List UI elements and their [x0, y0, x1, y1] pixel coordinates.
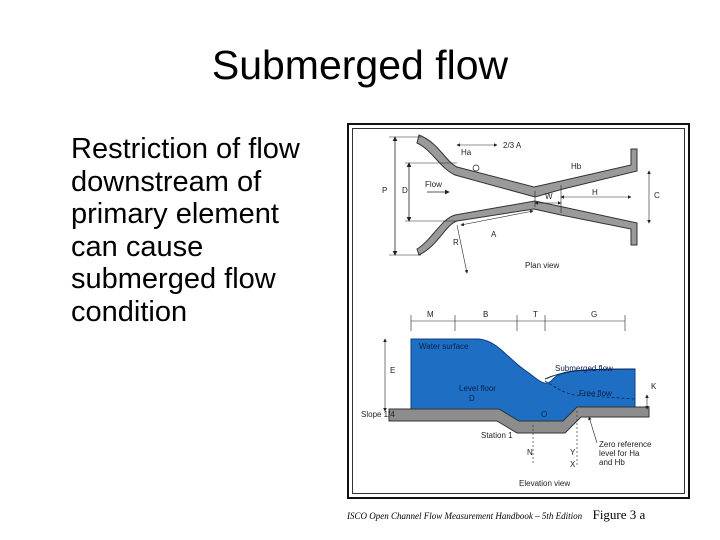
elev-label-level-floor: Level floor — [459, 384, 496, 393]
elev-label-n: N — [527, 448, 533, 457]
bullet-line: condition — [71, 295, 188, 328]
elev-label-k: K — [651, 382, 657, 391]
plan-label-a: A — [491, 230, 497, 239]
elev-label-water-surface: Water surface — [419, 342, 469, 351]
bullet-line: downstream of — [71, 165, 262, 198]
elev-label-submerged-flow: Submerged flow — [555, 364, 613, 373]
elev-label-x: X — [570, 460, 576, 469]
parshall-flume-figure: P D Flow 2/3 A Ha Hb W H C R A Plan — [347, 123, 690, 499]
elev-label-d: D — [469, 394, 475, 403]
plan-label-ha: Ha — [461, 148, 472, 157]
channel-floor — [388, 406, 650, 434]
elev-label-y: Y — [570, 448, 576, 457]
plan-view-caption: Plan view — [525, 261, 559, 270]
water-body — [410, 338, 636, 426]
slide-title: Submerged flow — [211, 42, 509, 88]
elev-label-zero-ref-1: Zero reference — [599, 440, 652, 449]
elev-label-zero-ref-2: level for Ha — [599, 449, 640, 458]
bullet-line: primary element — [71, 198, 279, 230]
bullet-line: can cause — [71, 230, 204, 263]
elev-label-g: G — [591, 310, 597, 319]
elevation-view-caption: Elevation view — [519, 479, 570, 488]
elev-label-m: M — [427, 310, 434, 319]
plan-label-flow: Flow — [425, 180, 442, 189]
elev-label-free-flow: Free flow — [579, 389, 612, 398]
bullet-text: Restriction of flow downstream of primar… — [71, 133, 341, 328]
plan-label-c: C — [654, 191, 660, 200]
plan-label-hb: Hb — [571, 162, 582, 171]
elev-label-t: T — [533, 310, 538, 319]
plan-label-p: P — [382, 186, 387, 195]
caption-source: ISCO Open Channel Flow Measurement Handb… — [347, 511, 583, 521]
plan-wall-bottom — [416, 200, 638, 256]
plan-label-w: W — [545, 192, 553, 201]
figure-caption: ISCO Open Channel Flow Measurement Handb… — [347, 506, 692, 524]
plan-wall-top — [416, 134, 638, 198]
bullet-line: Restriction of flow — [71, 133, 300, 165]
plan-label-r: R — [453, 238, 459, 247]
plan-label-h: H — [592, 188, 598, 197]
elev-label-slope: Slope 1/4 — [361, 410, 395, 419]
plan-view: P D Flow 2/3 A Ha Hb W H C R A Plan — [382, 134, 660, 274]
figure-inner-border — [352, 128, 685, 494]
submerged-flow-line — [544, 368, 636, 380]
plan-label-d: D — [402, 186, 408, 195]
elev-label-b: B — [483, 310, 488, 319]
flume-diagram: P D Flow 2/3 A Ha Hb W H C R A Plan — [361, 134, 660, 488]
bullet-line: submerged flow — [71, 263, 276, 295]
elevation-view: M B T G Water surface Submerged flow Fre… — [361, 310, 657, 488]
elev-label-station: Station 1 — [481, 431, 513, 440]
elev-label-e: E — [390, 366, 395, 375]
elev-label-o: O — [541, 410, 547, 419]
elev-label-zero-ref-3: and Hb — [599, 458, 625, 467]
caption-figure-label: Figure 3 a — [592, 507, 646, 522]
plan-label-two-thirds-a: 2/3 A — [503, 141, 522, 150]
